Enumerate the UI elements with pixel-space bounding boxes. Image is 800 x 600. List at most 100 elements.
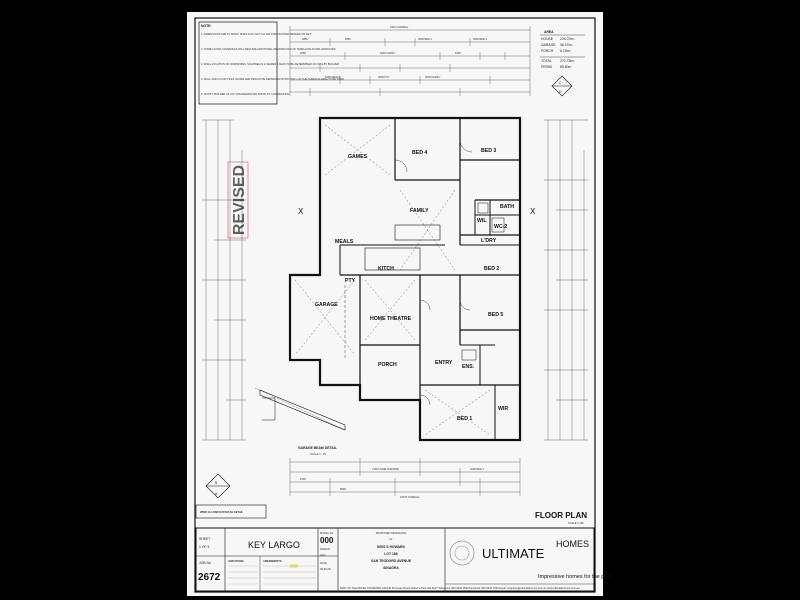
note-3: 3. FINAL LOCATION OF DOWNPIPES, SOAKWELL… [201, 62, 339, 66]
footer-contact: PART OF THE PETER STANDARD GROUP 62 Fost… [340, 586, 580, 590]
room-home-theatre: HOME THEATRE [370, 316, 412, 322]
note-4: 4. WALL AND FLOOR TILES SCORE ARE INDICA… [201, 77, 344, 81]
left-dimensions [202, 119, 246, 441]
ultimate-homes-logo: ULTIMATE HOMES [449, 539, 589, 566]
area-total-label: TOTAL [541, 59, 552, 63]
top-dim-2: 6650 [345, 37, 351, 41]
notes-title: NOTE: [201, 24, 212, 28]
marker-d: D [559, 90, 562, 94]
variations-label: VARIATIONS [228, 559, 244, 563]
note-1: 1. DIMENSIONS ARE TO BRICK SIZES & DO NO… [201, 32, 311, 36]
amendments-label: AMENDMENTS [263, 559, 282, 563]
room-ens: ENS. [462, 364, 475, 370]
room-entry: ENTRY [435, 360, 453, 366]
room-meals: MEALS [335, 239, 354, 245]
garage-beam-title: GARAGE BEAM DETAIL [298, 446, 337, 450]
room-wir: WIR [498, 406, 508, 412]
marker-c: C [559, 81, 562, 85]
section-x-left: X [298, 207, 304, 216]
bottom-dim-theatre: 4700 HOME THEATRE [372, 467, 399, 471]
note-5: 5. NOTIFY BUILDER OF ANY DISCREPANCIES P… [201, 92, 289, 96]
floor-plan-walls [288, 116, 522, 442]
room-bed1: BED 1 [457, 416, 472, 422]
bottom-dimensions [289, 458, 521, 496]
room-family: FAMILY [410, 208, 429, 214]
model-value: 000 [320, 536, 334, 545]
tagline: Impressive homes for the price [538, 574, 613, 580]
wind-classification-text: WIND CLASSIFICATION N1 DETAIL [200, 510, 244, 514]
top-dim-9: 3000 PTY [378, 75, 390, 79]
brand-right: HOMES [556, 539, 589, 549]
date-value: 09-09-08 [320, 567, 331, 571]
floor-plan-title: FLOOR PLAN [535, 511, 587, 520]
section-marker-cd: C D [551, 75, 573, 97]
drawn-label: DRAWN [320, 547, 330, 551]
room-ldry: L'DRY [481, 238, 497, 244]
area-porch-value: 6.19m² [560, 49, 571, 53]
proposed-residence: PROPOSED RESIDENCE [376, 531, 407, 535]
floor-plan-scale: SCALE 1:100 [568, 521, 584, 525]
notes-box: NOTE: 1. DIMENSIONS ARE TO BRICK SIZES &… [198, 21, 344, 105]
room-bed2: BED 2 [484, 266, 499, 272]
top-dim-7: 6300 [455, 51, 461, 55]
room-pty: PTY [345, 278, 356, 284]
job-number: 2672 [198, 572, 221, 583]
marker-a: A [215, 492, 218, 496]
bottom-dim-1: 2100 [300, 477, 306, 481]
top-dim-1: 2880 [302, 37, 308, 41]
job-label: JOB No [199, 561, 211, 565]
lot-number: LOT 186 [384, 552, 397, 556]
area-perim-value: 89.80m [560, 65, 571, 69]
top-dim-3: 3500 BED 4 [418, 37, 433, 41]
street-name: SAN TEODORO AVENUE [371, 559, 412, 563]
title-block: SHEET 1 OF 5 KEY LARGO JOB No 2672 VARIA… [195, 527, 613, 592]
area-garage-label: GARAGE [541, 43, 556, 47]
area-house-label: HOUSE [541, 37, 554, 41]
bottom-dim-2: 8990 [340, 487, 346, 491]
bottom-dim-bed1: 4200 BED 1 [470, 467, 485, 471]
area-porch-label: PORCH [541, 49, 554, 53]
top-dim-5: 2800 [300, 51, 306, 55]
room-bath: BATH [500, 204, 514, 210]
top-dimensions [289, 26, 531, 96]
area-title: AREA [544, 30, 554, 34]
room-garage: GARAGE [315, 302, 338, 308]
top-dim-6: 9290 FAMILY [380, 51, 396, 55]
room-bed5: BED 5 [488, 312, 503, 318]
bottom-overall-dim: 18370 OVERALL [400, 495, 420, 499]
room-wil: WIL [477, 218, 487, 224]
suburb-name: SINAGRA [383, 566, 399, 570]
garage-beam-detail: GARAGE BEAM DETAIL SCALE 1 : 20 [254, 387, 346, 456]
model-label: MODEL No [320, 531, 334, 535]
room-bed4: BED 4 [412, 150, 427, 156]
area-perim-label: PERIM [541, 65, 552, 69]
drawn-value: AAN [320, 553, 325, 557]
area-garage-value: 36.47m² [560, 43, 573, 47]
sheet-border [194, 17, 596, 593]
right-dimensions [544, 119, 588, 441]
room-bed3: BED 3 [481, 148, 496, 154]
top-dim-4: 3500 BED 3 [473, 37, 488, 41]
note-2: 2. SOME FLOOR COVERINGS WILL REQUIRE ADD… [201, 47, 336, 51]
area-table: AREA HOUSE 224.07m² GARAGE 36.47m² PORCH… [540, 30, 585, 69]
marker-b: B [215, 481, 218, 485]
top-dim-10: 4000 FAMILY [425, 75, 441, 79]
room-games: GAMES [348, 154, 368, 160]
revised-stamp: REVISED [227, 161, 249, 239]
plan-name: KEY LARGO [248, 540, 300, 550]
area-house-value: 224.07m² [560, 37, 575, 41]
top-dim-8: 5050 MEALS [325, 75, 341, 79]
sheet-value: 1 OF 5 [199, 545, 209, 549]
section-marker-ba: B A [205, 473, 231, 499]
garage-beam-scale: SCALE 1 : 20 [310, 452, 326, 456]
top-overall-dim: 6310 OVERALL [390, 25, 409, 29]
room-porch: PORCH [378, 362, 397, 368]
drawing-sheet [187, 12, 603, 596]
sheet-label: SHEET [199, 537, 210, 541]
room-kitch: KITCH [378, 266, 394, 272]
revised-stamp-text: REVISED [231, 165, 248, 235]
for-label: for [389, 537, 392, 541]
room-wc2: WC-2 [494, 224, 507, 230]
